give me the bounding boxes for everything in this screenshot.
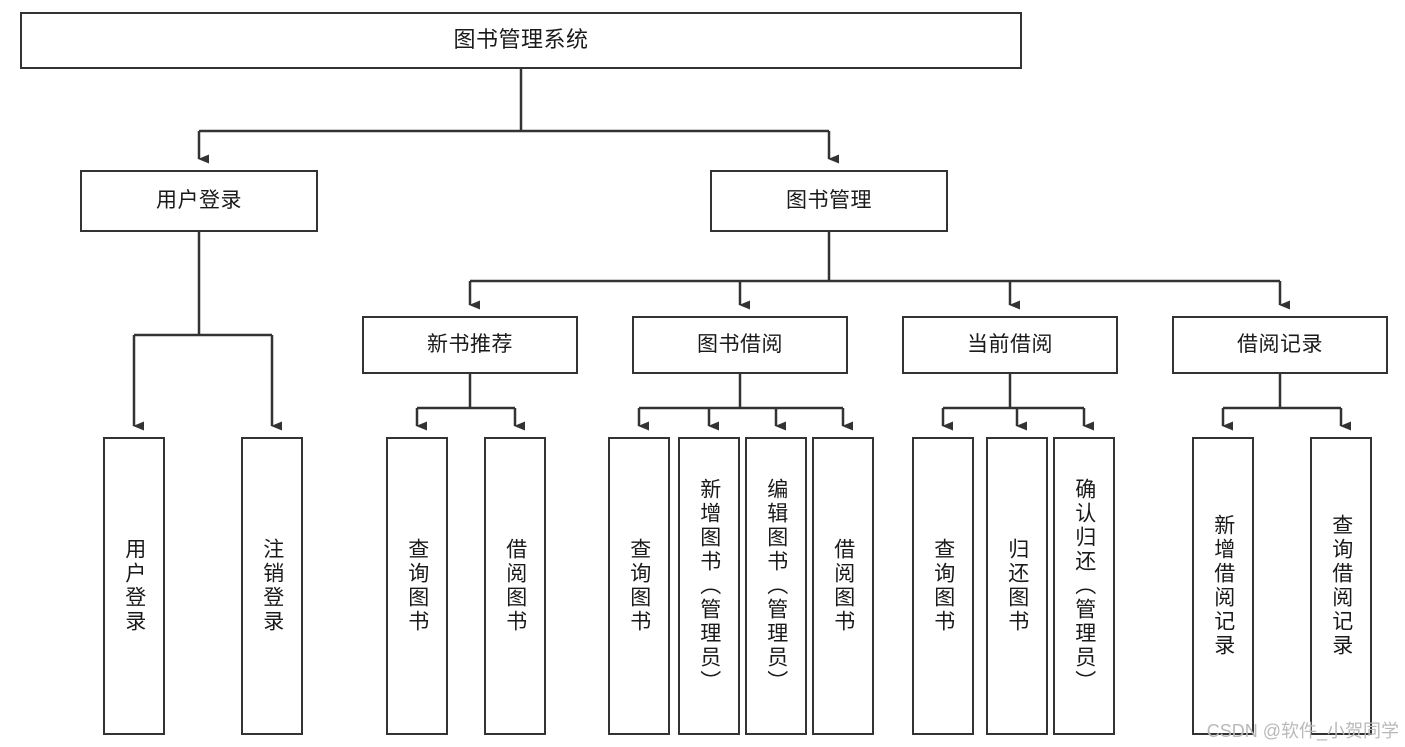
node-label: 归还图书 xyxy=(1005,538,1029,634)
node-leaf-bl-borrow[interactable]: 借阅图书 xyxy=(812,437,874,735)
node-leaf-cb-confirm[interactable]: 确认归还（管理员） xyxy=(1053,437,1115,735)
node-leaf-login[interactable]: 用户登录 xyxy=(103,437,165,735)
node-label: 借阅记录 xyxy=(1237,333,1323,357)
node-label: 编辑图书（管理员） xyxy=(764,478,788,694)
node-records[interactable]: 借阅记录 xyxy=(1172,316,1388,374)
node-label: 借阅图书 xyxy=(831,538,855,634)
node-leaf-nb-borrow[interactable]: 借阅图书 xyxy=(484,437,546,735)
node-label: 用户登录 xyxy=(156,189,242,213)
node-newbook[interactable]: 新书推荐 xyxy=(362,316,578,374)
node-leaf-bl-query[interactable]: 查询图书 xyxy=(608,437,670,735)
node-label: 新增借阅记录 xyxy=(1211,514,1235,658)
node-leaf-rc-query[interactable]: 查询借阅记录 xyxy=(1310,437,1372,735)
node-label: 查询图书 xyxy=(405,538,429,634)
node-label: 借阅图书 xyxy=(503,538,527,634)
node-leaf-rc-add[interactable]: 新增借阅记录 xyxy=(1192,437,1254,735)
node-label: 确认归还（管理员） xyxy=(1072,478,1096,694)
node-bookmgmt[interactable]: 图书管理 xyxy=(710,170,948,232)
node-label: 图书借阅 xyxy=(697,333,783,357)
node-leaf-cb-return[interactable]: 归还图书 xyxy=(986,437,1048,735)
node-root[interactable]: 图书管理系统 xyxy=(20,12,1022,69)
node-label: 查询图书 xyxy=(627,538,651,634)
node-leaf-nb-query[interactable]: 查询图书 xyxy=(386,437,448,735)
node-leaf-logout[interactable]: 注销登录 xyxy=(241,437,303,735)
node-current[interactable]: 当前借阅 xyxy=(902,316,1118,374)
node-label: 图书管理 xyxy=(786,189,872,213)
node-borrow[interactable]: 图书借阅 xyxy=(632,316,848,374)
node-login[interactable]: 用户登录 xyxy=(80,170,318,232)
node-leaf-bl-add[interactable]: 新增图书（管理员） xyxy=(678,437,740,735)
node-label: 新增图书（管理员） xyxy=(697,478,721,694)
node-label: 用户登录 xyxy=(122,538,146,634)
node-label: 新书推荐 xyxy=(427,333,513,357)
node-label: 查询借阅记录 xyxy=(1329,514,1353,658)
node-leaf-cb-query[interactable]: 查询图书 xyxy=(912,437,974,735)
node-label: 当前借阅 xyxy=(967,333,1053,357)
node-leaf-bl-edit[interactable]: 编辑图书（管理员） xyxy=(745,437,807,735)
node-label: 查询图书 xyxy=(931,538,955,634)
node-label: 注销登录 xyxy=(260,538,284,634)
node-label: 图书管理系统 xyxy=(453,27,589,53)
